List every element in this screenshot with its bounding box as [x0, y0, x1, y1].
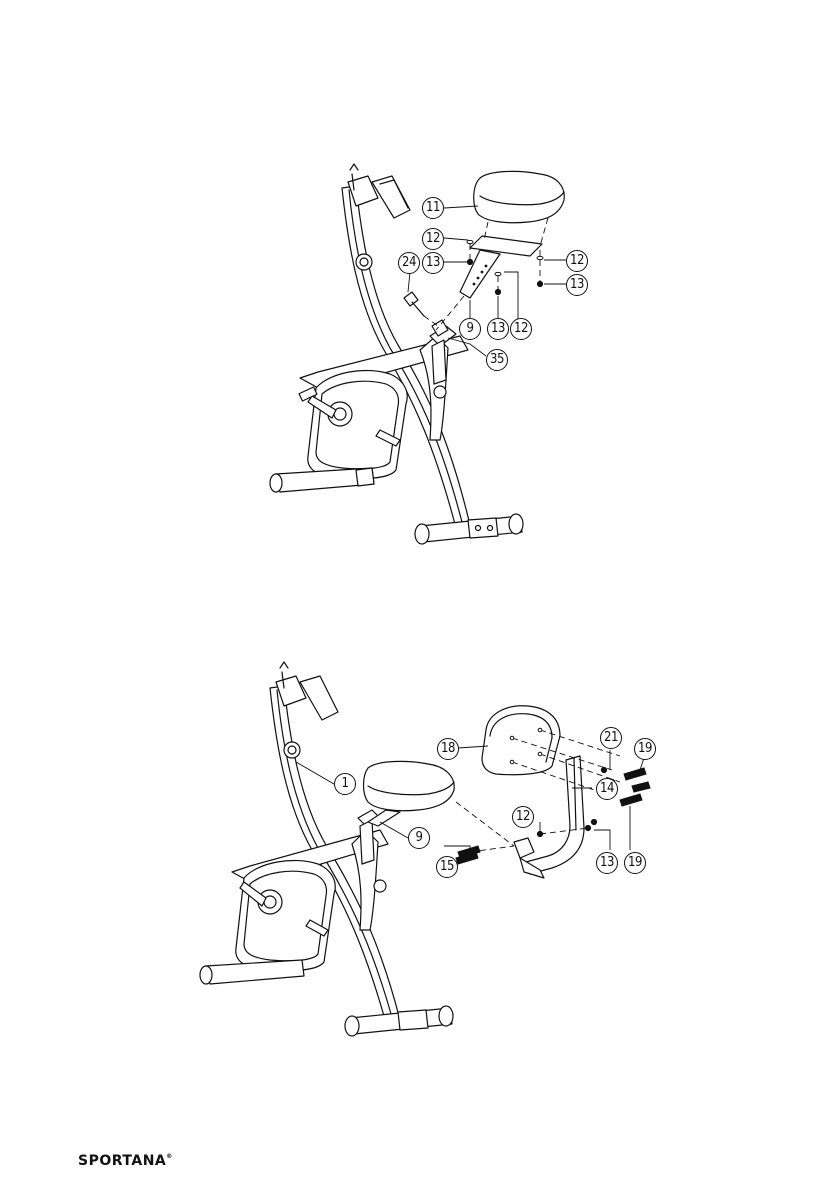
seat-assembly-drawing — [0, 0, 840, 560]
knob-bolt — [404, 292, 418, 306]
callout-18: 18 — [437, 738, 459, 760]
callout-13: 13 — [596, 852, 618, 874]
callout-14: 14 — [596, 778, 618, 800]
backrest-assembly-drawing — [0, 590, 840, 1150]
callout-35: 35 — [486, 349, 508, 371]
brand-name: SPORTANA — [78, 1153, 166, 1169]
brand-logo: SPORTANA® — [78, 1153, 173, 1173]
callout-13: 13 — [422, 252, 444, 274]
callout-24: 24 — [398, 252, 420, 274]
callout-12: 12 — [512, 806, 534, 828]
seat-assembly-figure: 11 12 13 24 12 13 9 13 12 35 — [0, 0, 840, 560]
callout-12: 12 — [510, 318, 532, 340]
backrest-pad — [482, 706, 560, 775]
callout-13: 13 — [566, 274, 588, 296]
seat-cushion — [364, 761, 455, 810]
callout-12: 12 — [566, 250, 588, 272]
front-stabilizer — [206, 960, 304, 984]
callout-21: 21 — [600, 727, 622, 749]
registered-mark: ® — [166, 1153, 173, 1160]
callout-13: 13 — [487, 318, 509, 340]
seat-cushion — [474, 171, 565, 222]
callout-12: 12 — [422, 228, 444, 250]
callout-11: 11 — [422, 197, 444, 219]
callout-19: 19 — [634, 738, 656, 760]
callout-15: 15 — [436, 856, 458, 878]
backrest-assembly-figure: 18 21 19 1 14 9 12 15 13 19 — [0, 590, 840, 1150]
callout-9: 9 — [459, 318, 481, 340]
callout-9: 9 — [408, 827, 430, 849]
callout-19: 19 — [624, 852, 646, 874]
seat-post — [460, 250, 500, 298]
callout-1: 1 — [334, 773, 356, 795]
